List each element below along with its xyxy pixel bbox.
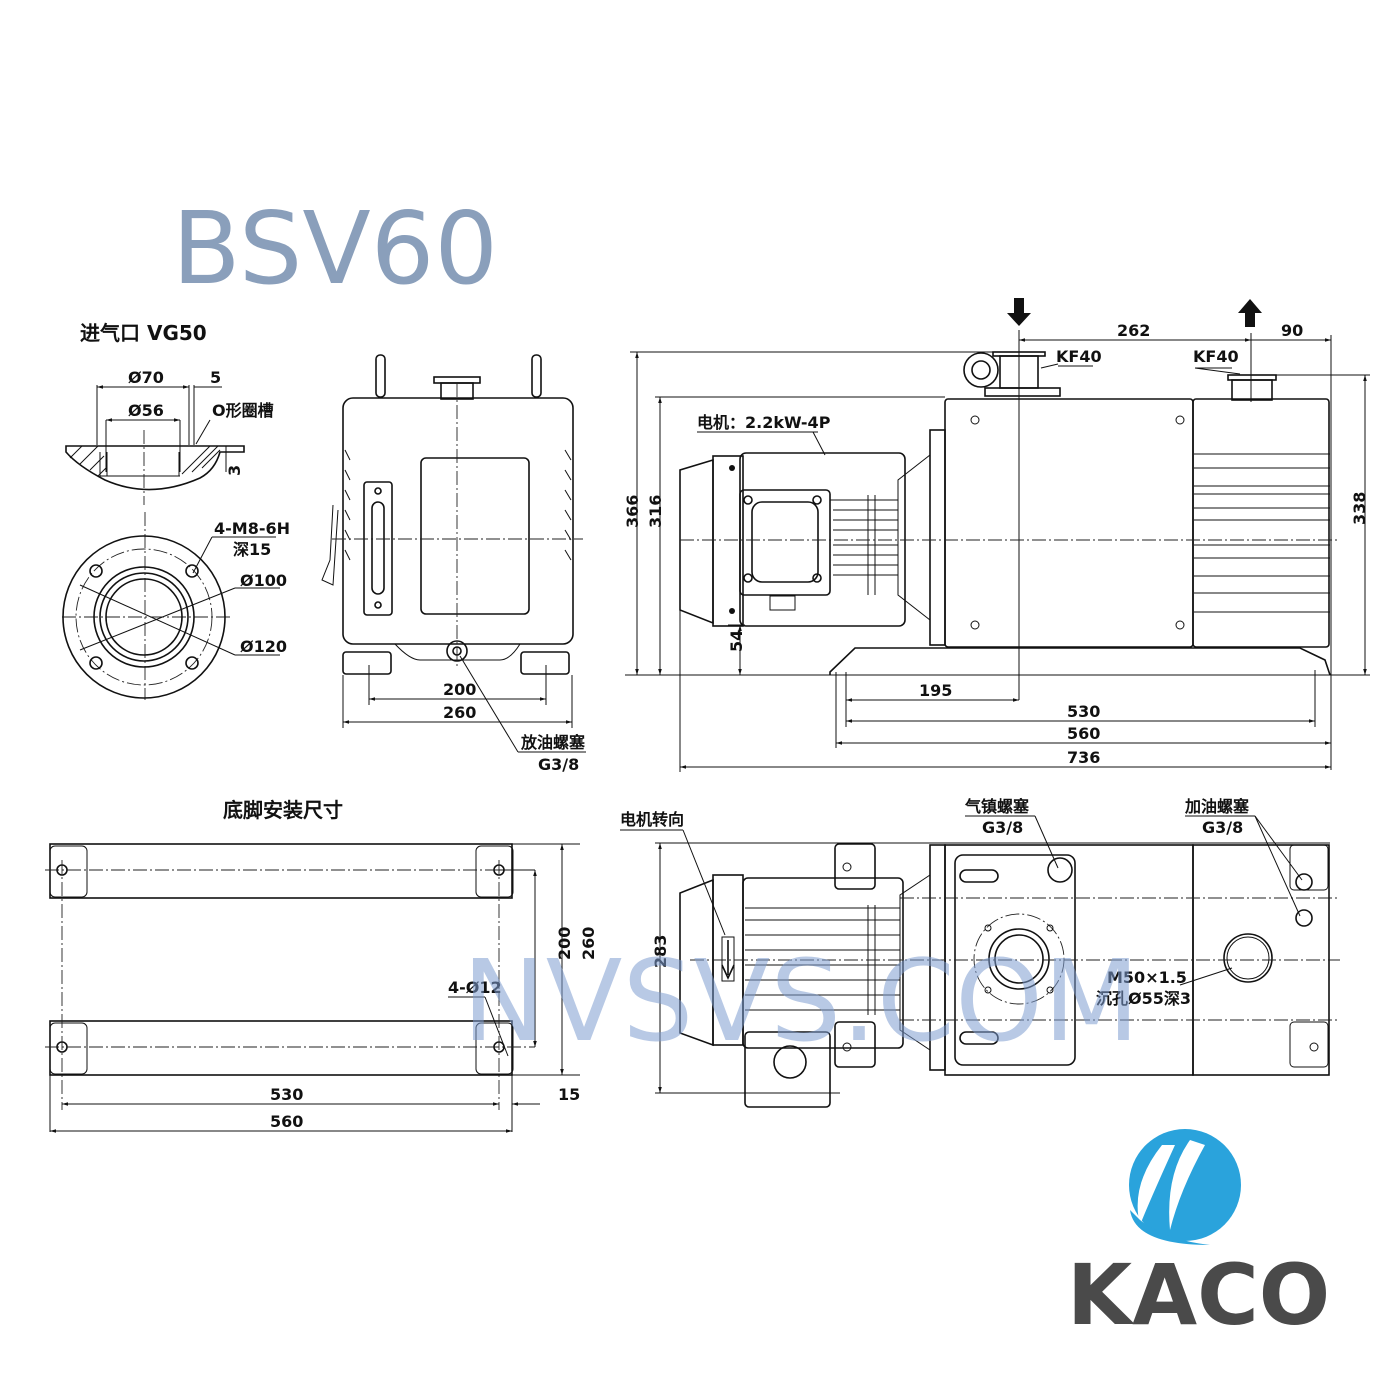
port-counterbore-label: 沉孔Ø55深3 — [1096, 989, 1191, 1008]
inlet-flange-face: 4-M8-6H 深15 Ø100 Ø120 — [62, 512, 290, 700]
dim-200: 200 — [443, 680, 476, 699]
outlet-arrow-icon — [1238, 299, 1262, 327]
kaco-wordmark: KACO — [1067, 1246, 1330, 1344]
dim-260-foot: 260 — [579, 927, 598, 960]
dim-d70: Ø70 — [128, 368, 164, 387]
rotation-arrow-icon — [721, 940, 735, 980]
dim-d100: Ø100 — [240, 571, 287, 590]
dim-338: 338 — [1350, 492, 1369, 525]
dim-316: 316 — [646, 495, 665, 528]
dim-283: 283 — [651, 935, 670, 968]
kaco-logo-icon — [1129, 1129, 1241, 1245]
inlet-heading: 进气口 VG50 — [80, 321, 207, 345]
depth-label: 深15 — [233, 540, 271, 559]
dim-5: 5 — [210, 368, 221, 387]
tapped-holes-label: 4-M8-6H — [214, 519, 290, 538]
dim-262: 262 — [1117, 321, 1150, 340]
oring-groove-label: O形圈槽 — [212, 401, 274, 420]
pump-end-view: 200 260 放油螺塞 G3/8 — [321, 354, 586, 774]
motor-spec-label: 电机：2.2kW-4P — [697, 413, 831, 432]
model-title: BSV60 — [172, 190, 498, 307]
dim-54: 54 — [727, 630, 746, 652]
dim-d56: Ø56 — [128, 401, 164, 420]
oil-fill-label: 加油螺塞 — [1184, 797, 1250, 816]
foot-mounting-view: 底脚安装尺寸 200 260 4-Ø12 530 15 560 — [45, 798, 598, 1133]
dim-15: 15 — [558, 1085, 580, 1104]
dim-530-foot: 530 — [270, 1085, 303, 1104]
dim-3: 3 — [225, 465, 244, 476]
gas-ballast-label: 气镇螺塞 — [964, 797, 1030, 816]
dim-560: 560 — [1067, 724, 1100, 743]
port-thread-label: M50×1.5 — [1107, 968, 1187, 987]
dim-260: 260 — [443, 703, 476, 722]
drain-plug-spec: G3/8 — [538, 755, 579, 774]
foot-heading: 底脚安装尺寸 — [223, 798, 343, 822]
kaco-logo: KACO — [1067, 1129, 1330, 1344]
oil-fill-spec: G3/8 — [1202, 818, 1243, 837]
inlet-section-view: 进气口 VG50 Ø70 5 Ø56 O形圈槽 3 — [65, 321, 274, 505]
watermark: NVSVS.COM — [462, 937, 1140, 1067]
pump-top-view: 电机转向 283 — [620, 797, 1340, 1108]
inlet-arrow-icon — [1007, 298, 1031, 326]
dim-736: 736 — [1067, 748, 1100, 767]
dim-366: 366 — [623, 495, 642, 528]
dim-195: 195 — [919, 681, 952, 700]
gas-ballast-spec: G3/8 — [982, 818, 1023, 837]
drain-plug-label: 放油螺塞 — [520, 733, 586, 752]
pump-side-view: 262 90 366 316 338 KF40 KF40 — [623, 298, 1370, 772]
dim-90: 90 — [1281, 321, 1303, 340]
dim-d120: Ø120 — [240, 637, 287, 656]
dim-530: 530 — [1067, 702, 1100, 721]
motor-rotation-label: 电机转向 — [620, 810, 684, 829]
inlet-flange-label: KF40 — [1056, 347, 1102, 366]
outlet-flange-label: KF40 — [1193, 347, 1239, 366]
mounting-holes-label: 4-Ø12 — [448, 978, 502, 997]
dim-560-foot: 560 — [270, 1112, 303, 1131]
dim-200-foot: 200 — [555, 927, 574, 960]
